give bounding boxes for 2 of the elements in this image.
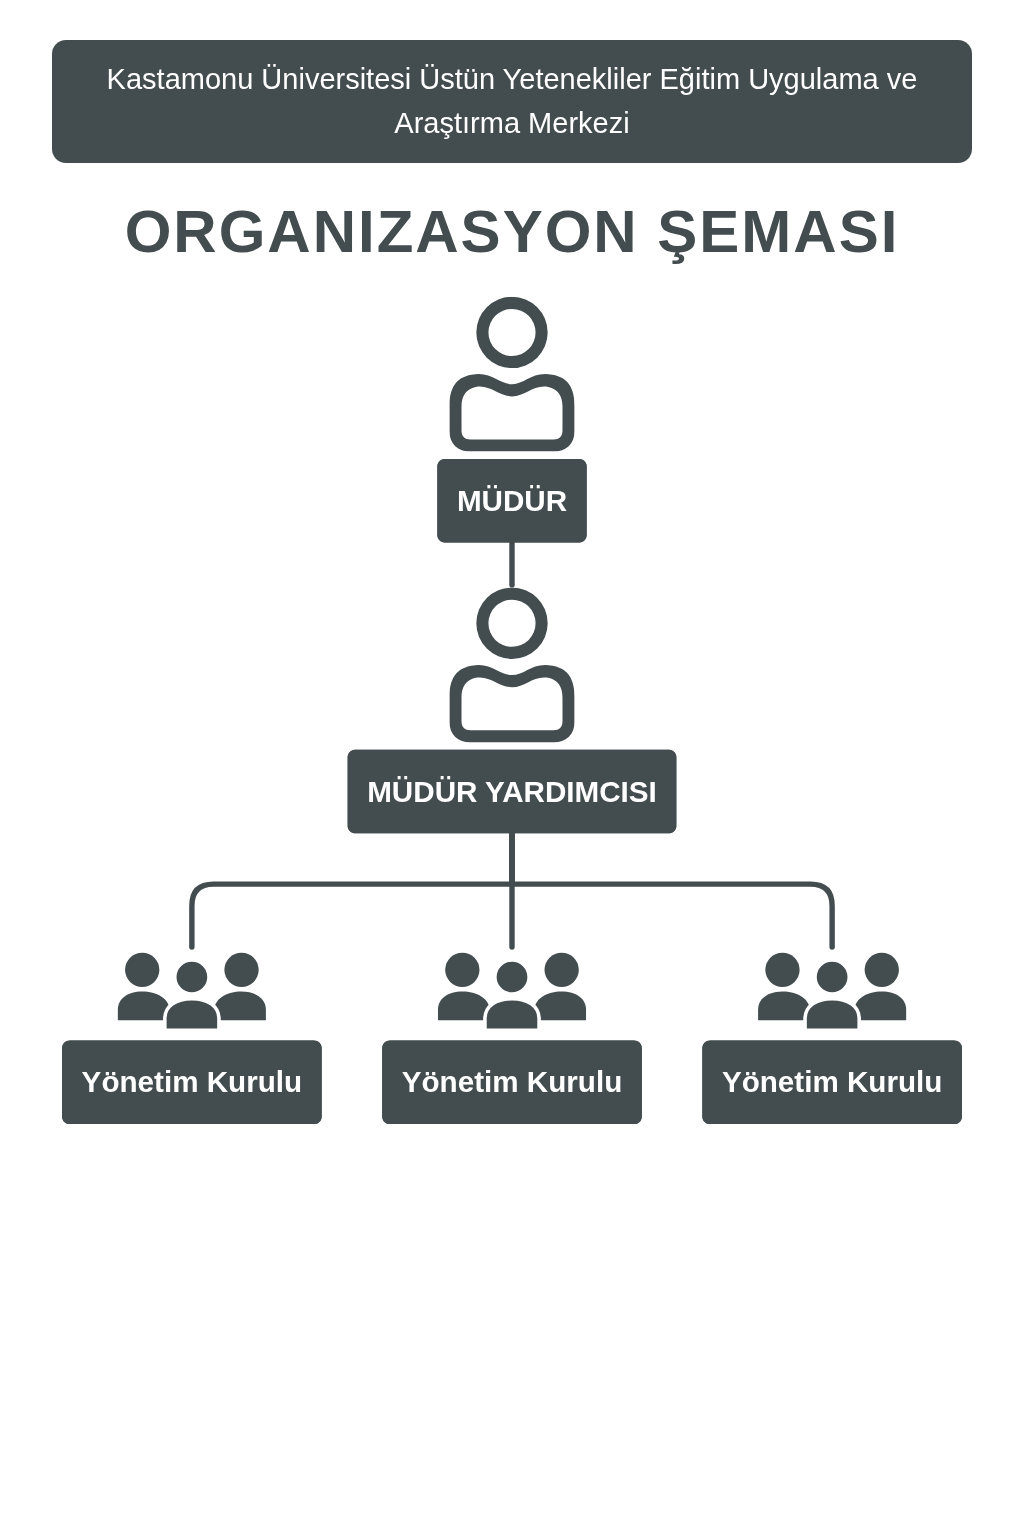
chart-heading: ORGANIZASYON ŞEMASI (124, 197, 900, 266)
title-banner: Kastamonu Üniversitesi Üstün Yetenekliler Eğitim Uygulama ve Araştırma Merkezi (52, 40, 972, 163)
